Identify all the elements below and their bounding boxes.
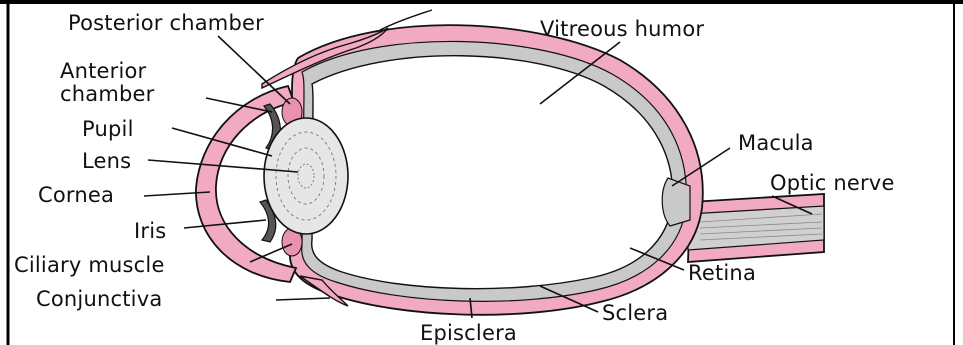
label-ciliary-muscle: Ciliary muscle <box>14 253 165 277</box>
label-retina: Retina <box>688 261 756 285</box>
label-optic-nerve: Optic nerve <box>770 171 895 195</box>
label-anterior-chamber-line1: Anterior <box>60 59 147 83</box>
label-pupil: Pupil <box>82 117 134 141</box>
macula-shape <box>662 178 690 226</box>
label-vitreous-humor: Vitreous humor <box>540 17 704 41</box>
label-iris: Iris <box>134 219 166 243</box>
label-anterior-chamber-line2: chamber <box>60 82 155 106</box>
label-posterior-chamber: Posterior chamber <box>68 11 264 35</box>
label-lens: Lens <box>82 149 131 173</box>
optic-nerve-shape <box>688 194 824 262</box>
lens-shape <box>264 118 348 234</box>
label-cornea: Cornea <box>38 183 114 207</box>
label-episclera: Episclera <box>420 321 517 345</box>
label-conjunctiva: Conjunctiva <box>36 287 162 311</box>
label-macula: Macula <box>738 131 814 155</box>
label-sclera: Sclera <box>602 301 668 325</box>
